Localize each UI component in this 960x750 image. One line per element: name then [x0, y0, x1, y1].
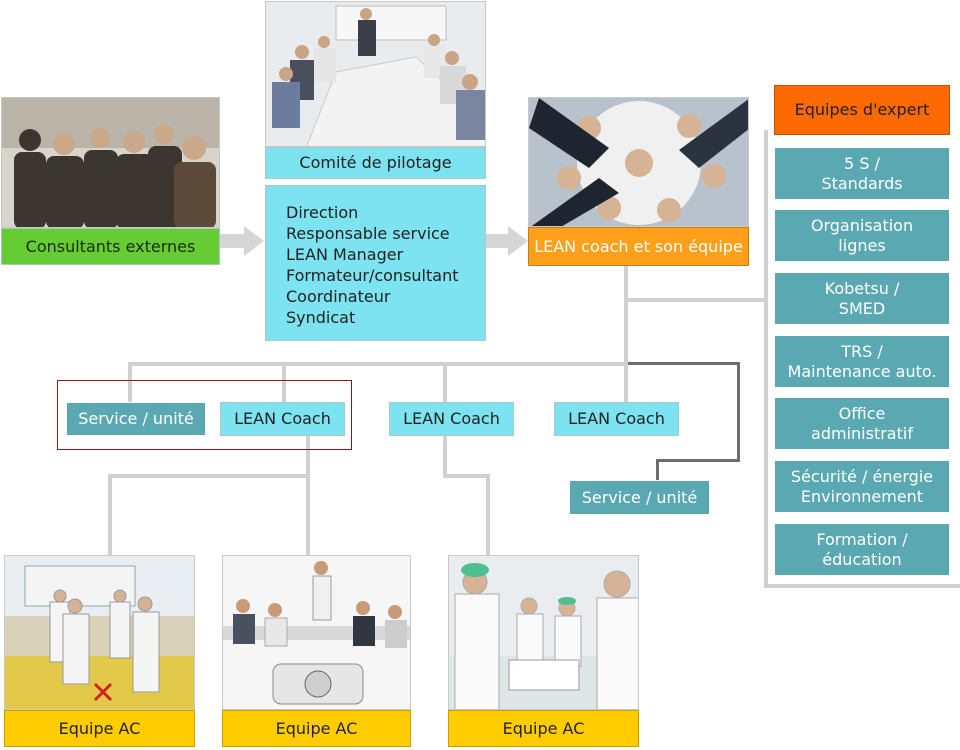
- equipe-ac-3-photo: [448, 555, 639, 710]
- service-unite-1: Service / unité: [66, 402, 206, 436]
- equipe-ac-1-photo: [4, 555, 195, 710]
- team-hands-image: [529, 98, 748, 226]
- equipe-ac-2-label: Equipe AC: [222, 710, 411, 747]
- meeting-room-image: [266, 2, 485, 146]
- member-coordinateur: Coordinateur: [286, 287, 391, 306]
- consultants-group-image: [2, 98, 219, 227]
- expert-formation-education: Formation / éducation: [774, 523, 950, 576]
- lean-coach-equipe-label: LEAN coach et son équipe: [528, 227, 749, 266]
- expert-securite-energie: Sécurité / énergie Environnement: [774, 460, 950, 513]
- equipe-ac-3-label: Equipe AC: [448, 710, 639, 747]
- expert-trs-maintenance: TRS / Maintenance auto.: [774, 335, 950, 388]
- arrow-comite-to-lean-team: [486, 226, 528, 256]
- comite-de-pilotage-label: Comité de pilotage: [265, 147, 486, 179]
- lean-coach-2: LEAN Coach: [389, 402, 514, 436]
- equipe-ac-1-label: Equipe AC: [4, 710, 195, 747]
- service-unite-2: Service / unité: [569, 480, 710, 515]
- member-syndicat: Syndicat: [286, 308, 356, 327]
- consultants-photo: [1, 97, 220, 228]
- equipe-ac-2-photo: [222, 555, 411, 710]
- training-session-image: [223, 556, 410, 709]
- member-direction: Direction: [286, 203, 359, 222]
- arrow-consultants-to-comite: [220, 226, 264, 256]
- consultants-externes-label: Consultants externes: [1, 228, 220, 265]
- factory-floor-image: [5, 556, 194, 709]
- expert-5s-standards: 5 S / Standards: [774, 147, 950, 200]
- expert-kobetsu-smed: Kobetsu / SMED: [774, 272, 950, 325]
- service-coach-highlight-frame: [57, 380, 352, 450]
- expert-organisation-lignes: Organisation lignes: [774, 209, 950, 262]
- member-formateur-consultant: Formateur/consultant: [286, 266, 459, 285]
- lab-team-image: [449, 556, 638, 709]
- lean-coach-1: LEAN Coach: [220, 402, 345, 436]
- member-lean-manager: LEAN Manager: [286, 245, 404, 264]
- comite-members-box: Direction Responsable service LEAN Manag…: [265, 185, 486, 341]
- lean-team-photo: [528, 97, 749, 227]
- equipes-expert-title: Equipes d'expert: [774, 85, 950, 135]
- member-responsable-service: Responsable service: [286, 224, 450, 243]
- comite-photo: [265, 1, 486, 147]
- lean-coach-3: LEAN Coach: [554, 402, 679, 436]
- expert-office-administratif: Office administratif: [774, 397, 950, 450]
